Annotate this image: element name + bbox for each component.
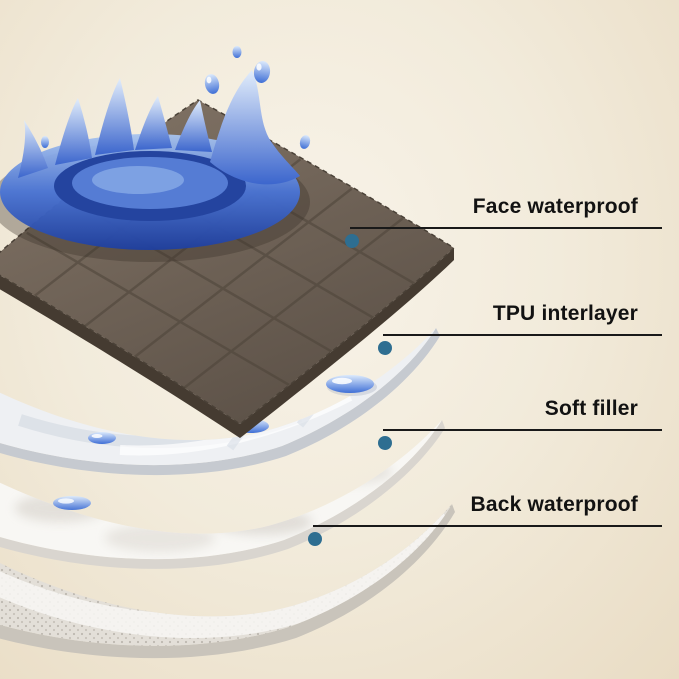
callout-line bbox=[383, 334, 662, 336]
callout-label-face-waterproof: Face waterproof bbox=[472, 195, 638, 218]
callout-dot bbox=[378, 436, 392, 450]
callout-soft-filler: Soft filler bbox=[378, 396, 662, 450]
water-puddle-soft-filler bbox=[53, 496, 91, 510]
callout-label-back-waterproof: Back waterproof bbox=[470, 493, 638, 516]
back-waterproof-layer bbox=[0, 504, 455, 659]
callout-back-waterproof: Back waterproof bbox=[308, 492, 662, 546]
water-splash bbox=[0, 46, 311, 262]
callout-line bbox=[383, 429, 662, 431]
callout-dot bbox=[308, 532, 322, 546]
callout-line bbox=[350, 227, 662, 229]
flying-droplets bbox=[41, 46, 311, 149]
callout-label-soft-filler: Soft filler bbox=[544, 397, 638, 420]
callout-face-waterproof: Face waterproof bbox=[345, 194, 662, 248]
callout-label-tpu-interlayer: TPU interlayer bbox=[492, 302, 638, 325]
callout-tpu-interlayer: TPU interlayer bbox=[378, 301, 662, 355]
callout-dot bbox=[345, 234, 359, 248]
callout-line bbox=[313, 525, 662, 527]
callout-dot bbox=[378, 341, 392, 355]
